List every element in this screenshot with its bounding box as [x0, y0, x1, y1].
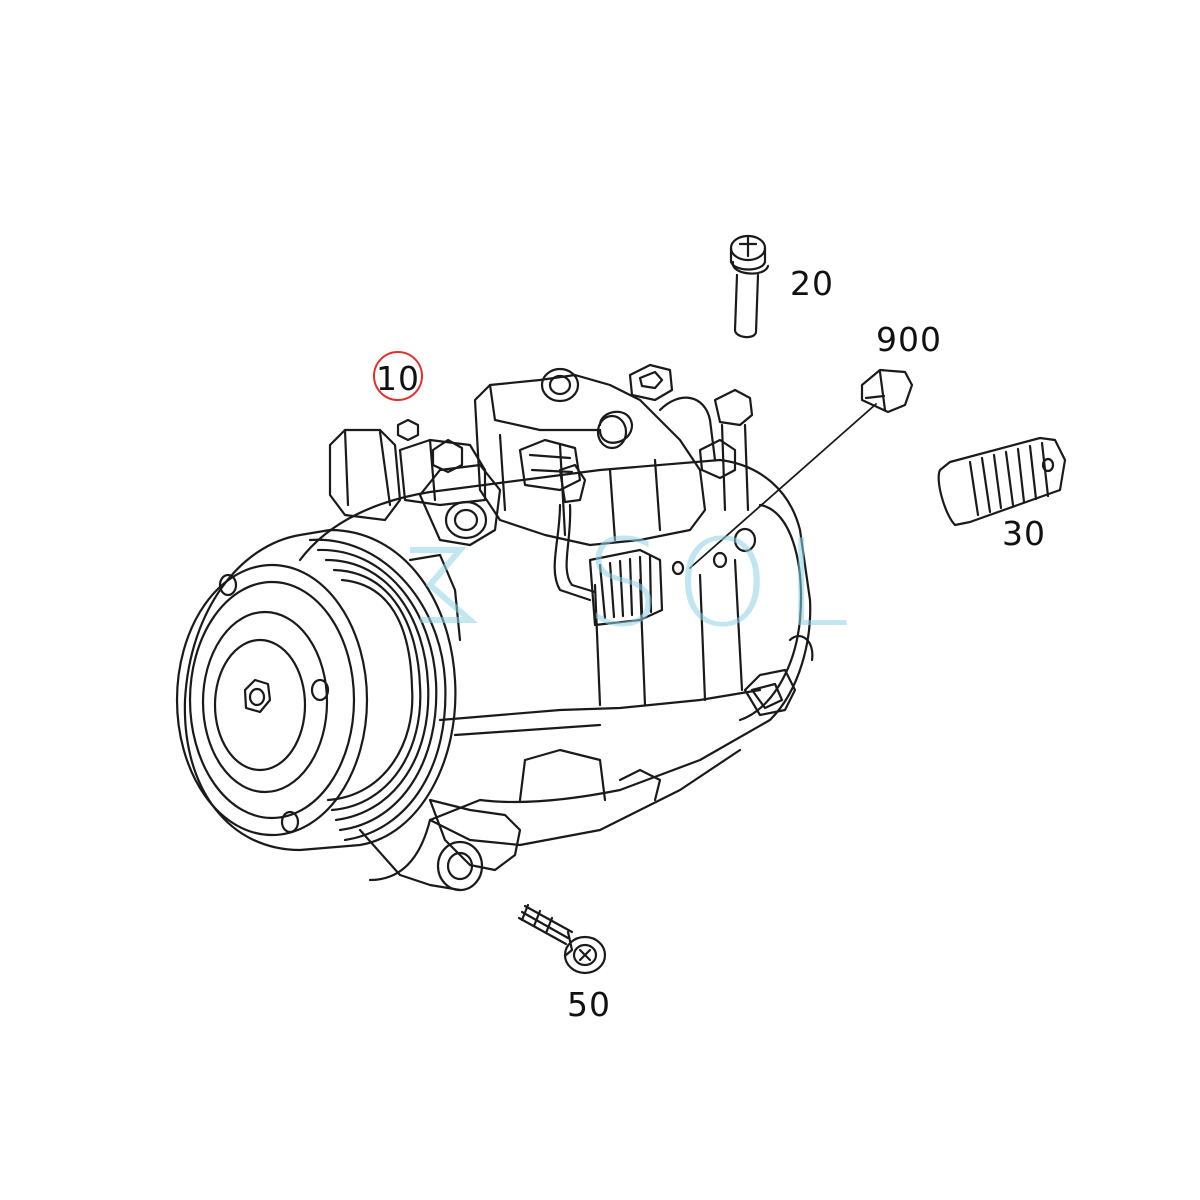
- callout-30: 30: [1002, 514, 1046, 553]
- bolt-20: [729, 234, 770, 339]
- callout-50: 50: [567, 985, 611, 1024]
- control-valve-installed: [588, 548, 664, 627]
- watermark-text: SOL: [585, 515, 865, 654]
- highlight-circle: [373, 351, 423, 401]
- watermark-logo-icon: [410, 547, 478, 623]
- callout-900: 900: [876, 320, 942, 359]
- valve-30: [937, 436, 1067, 527]
- compressor-top-manifold: [328, 363, 754, 602]
- compressor-rear-cap: [671, 503, 814, 722]
- bolt-50: [517, 903, 607, 975]
- clutch-pulley: [175, 528, 462, 852]
- callout-10: 10: [376, 359, 420, 398]
- sensor-900: [689, 368, 914, 569]
- callout-20: 20: [790, 264, 834, 303]
